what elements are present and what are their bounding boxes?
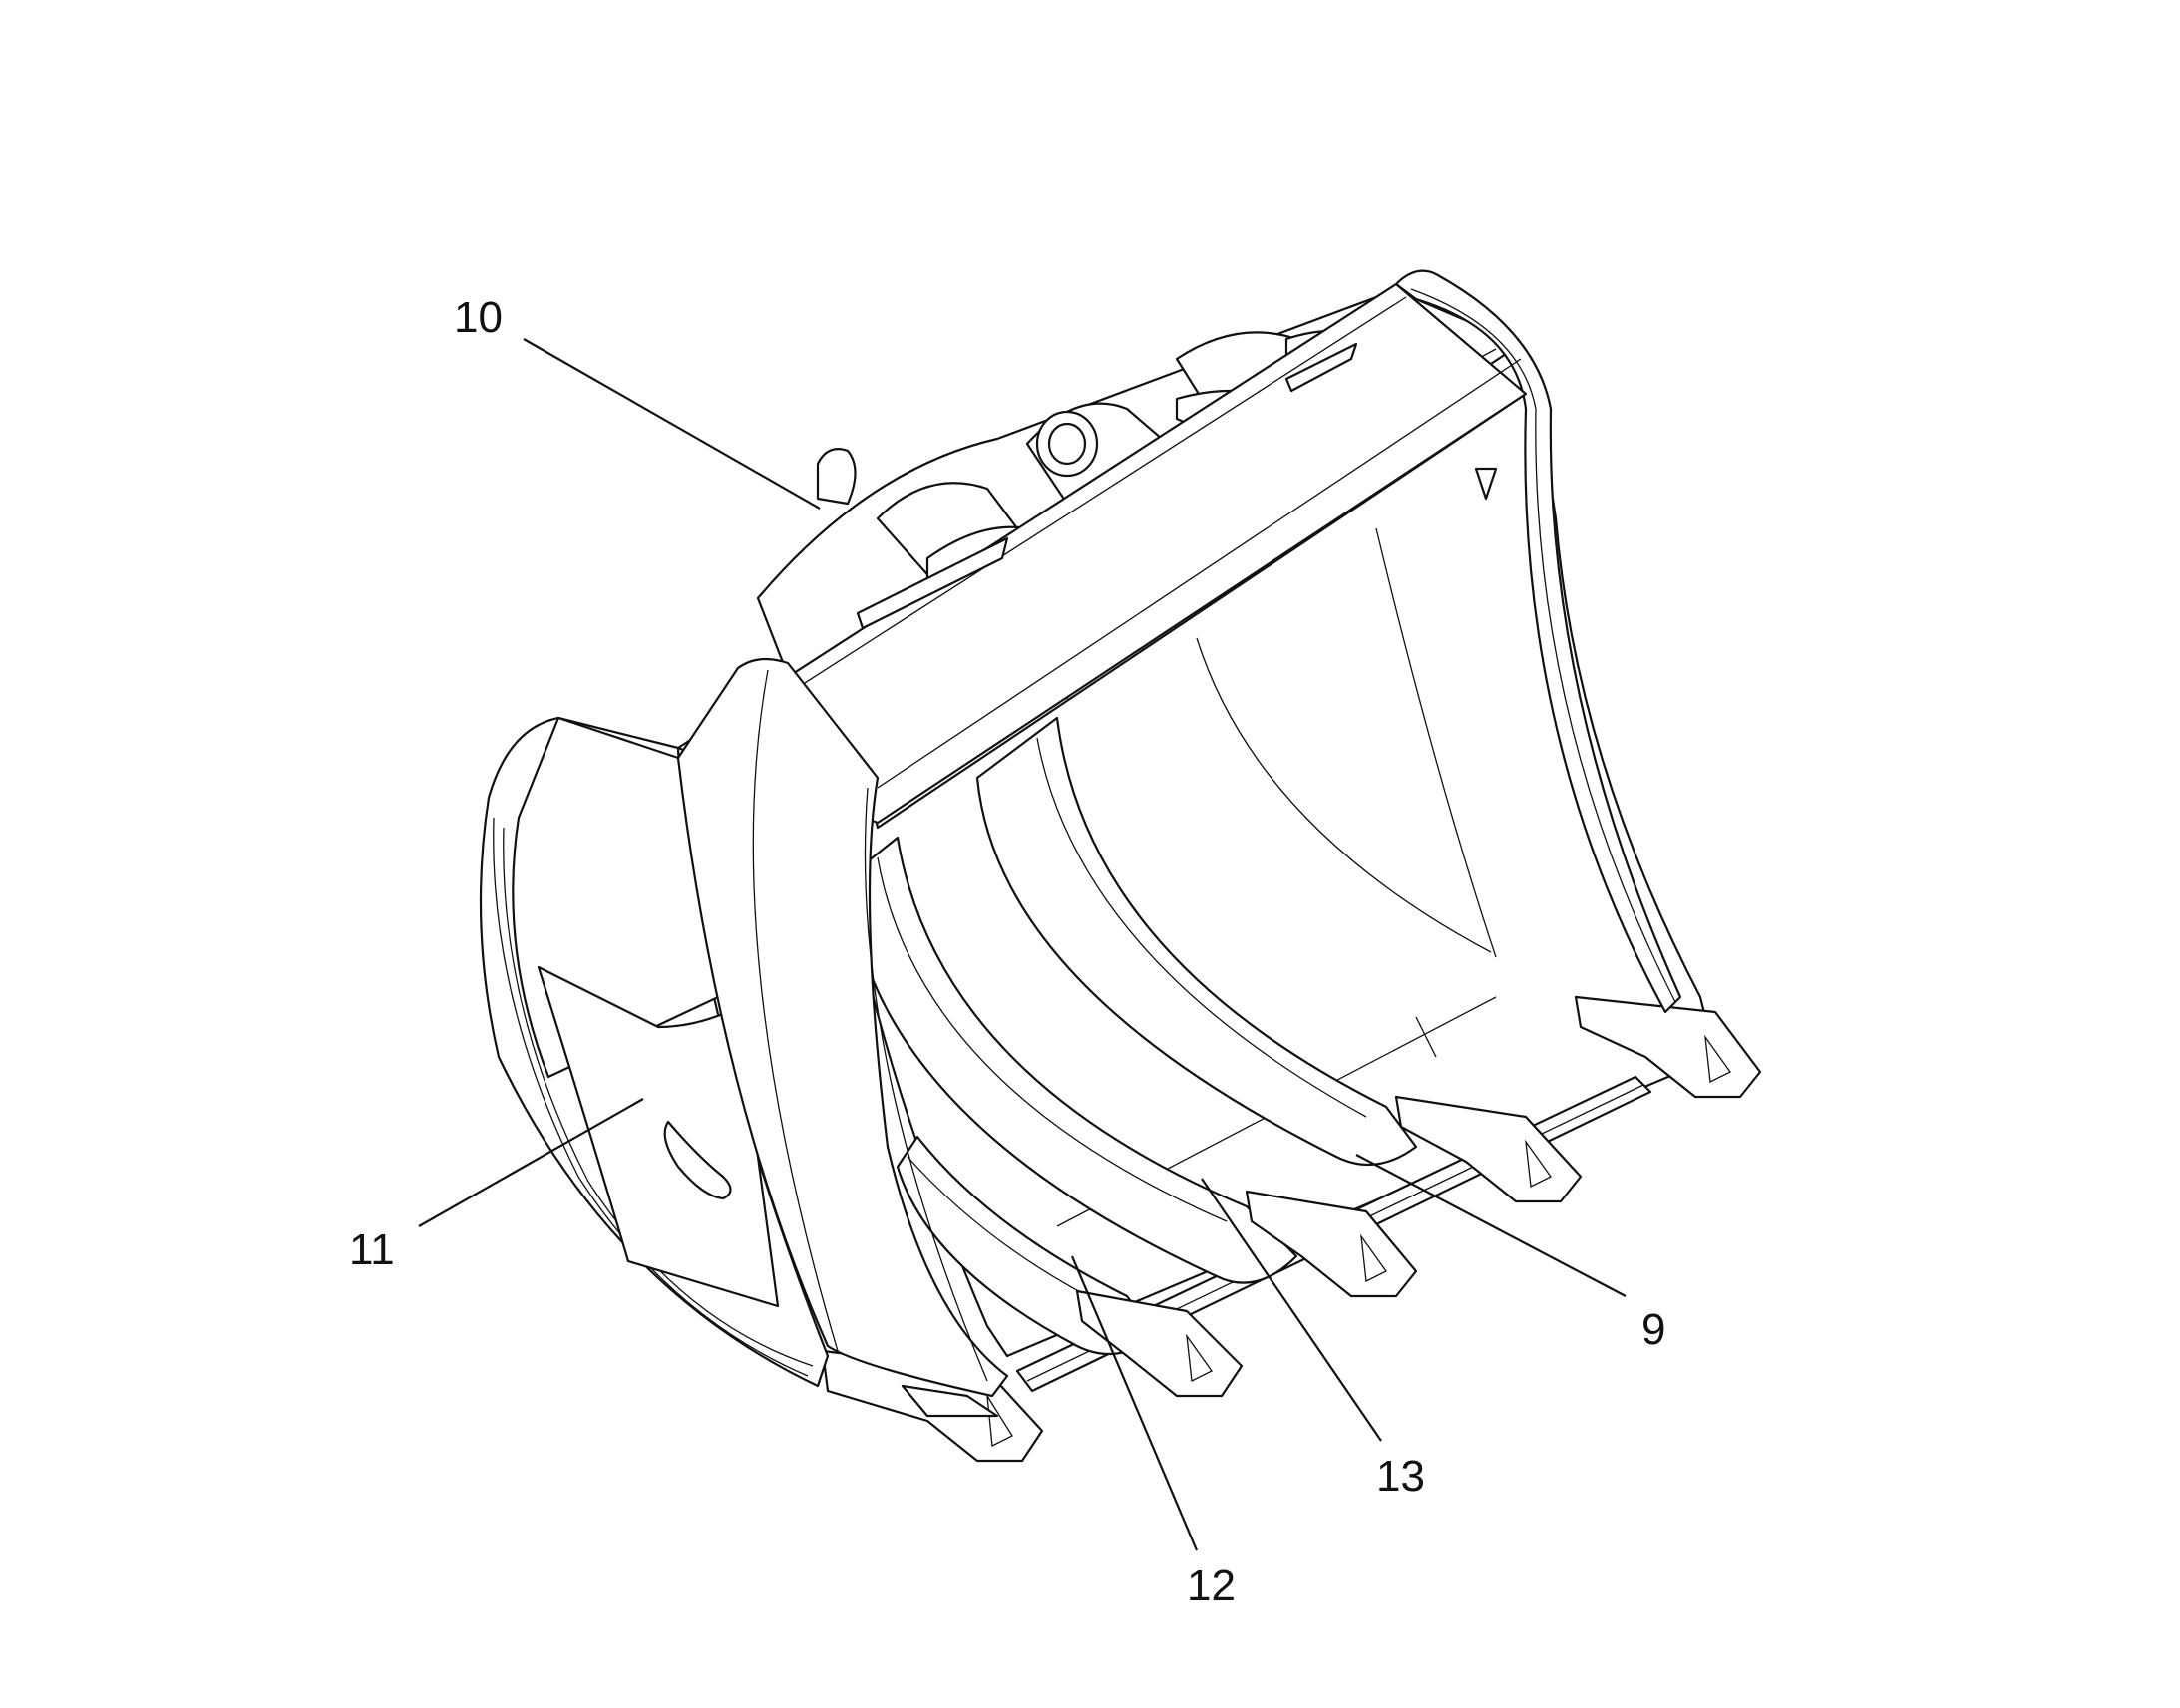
callout-12: 12 [1187,1561,1236,1610]
leader-13 [1201,1178,1382,1442]
tooth [1574,995,1762,1099]
callout-9: 9 [1641,1305,1665,1354]
tooth [1075,1289,1244,1398]
callout-10: 10 [454,293,503,342]
leader-9 [1355,1154,1627,1297]
callout-13: 13 [1376,1452,1425,1501]
callout-11: 11 [349,1225,395,1274]
right-side-plate [1394,269,1682,1014]
left-side-plate [479,716,830,1388]
leader-12 [1070,1255,1199,1551]
callout-labels: 10 11 12 13 9 [349,293,1665,1610]
leader-11 [418,1098,644,1227]
tooth [1394,1095,1583,1203]
left-upright [676,657,1009,1418]
leader-10 [523,338,821,510]
tooth [1245,1190,1418,1298]
leader-lines [418,338,1627,1551]
